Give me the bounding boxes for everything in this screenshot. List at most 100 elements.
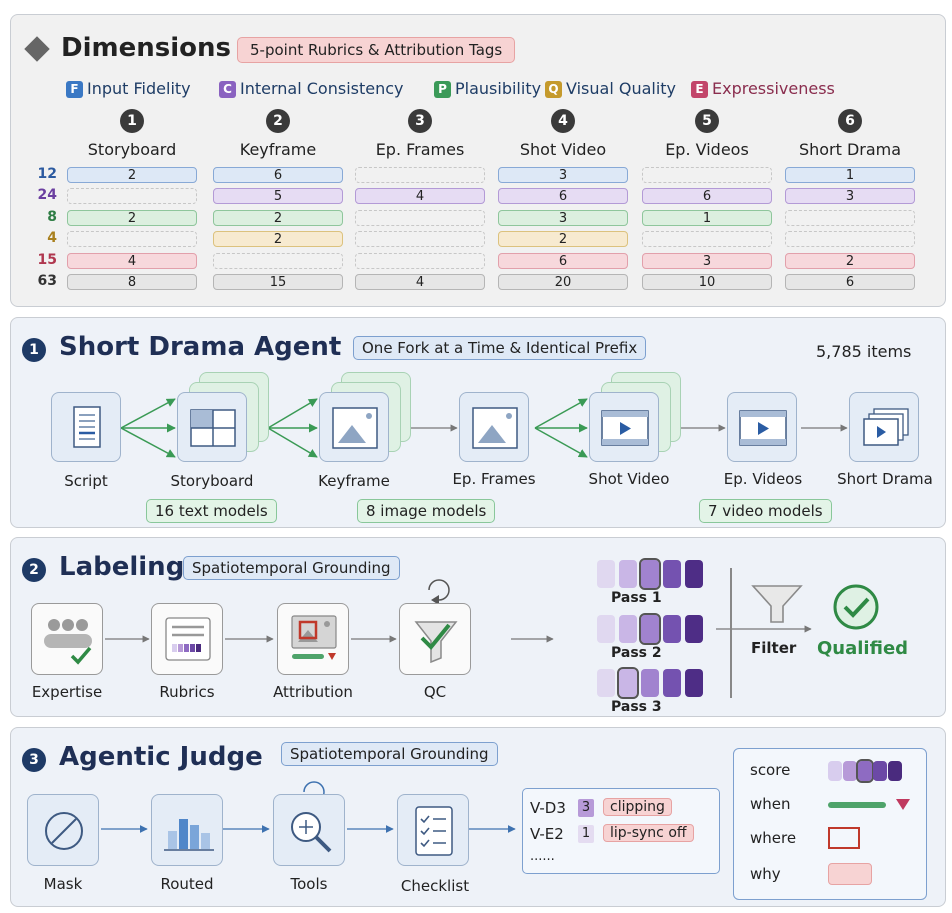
empty-cell	[642, 231, 772, 247]
agent-flow-arrows	[120, 398, 848, 458]
empty-cell	[355, 210, 485, 226]
dimensions-title: Dimensions	[61, 33, 231, 63]
score-cell	[617, 667, 639, 699]
node-label-mask: Mask	[43, 875, 83, 893]
rubric-card-icon	[165, 617, 211, 661]
dimension-cell: 3	[785, 188, 915, 204]
attribution-icon	[291, 615, 337, 660]
stacked-video-icon	[863, 408, 909, 446]
output-score: 1	[578, 825, 594, 843]
dimension-cell: 4	[355, 274, 485, 290]
when-marker-icon	[896, 799, 910, 810]
output-ellipsis: ......	[530, 849, 555, 864]
image-icon	[472, 407, 518, 449]
tools-node	[273, 794, 345, 866]
stage-number: 4	[551, 109, 575, 133]
agent-title: Short Drama Agent	[59, 332, 342, 362]
agent-badge: One Fork at a Time & Identical Prefix	[353, 336, 647, 360]
node-label-qc: QC	[423, 683, 447, 701]
legend-score-label: score	[750, 761, 791, 779]
where-box-icon	[828, 827, 860, 849]
node-label-expertise: Expertise	[31, 683, 103, 701]
checklist-node	[397, 794, 469, 866]
stage-number: 3	[408, 109, 432, 133]
empty-cell	[355, 167, 485, 183]
video-icon	[739, 410, 787, 446]
attribution-node	[277, 603, 349, 675]
expertise-node	[31, 603, 103, 675]
dimension-row-total: 63	[37, 273, 57, 289]
dimension-letter-icon: C	[219, 81, 236, 98]
output-score: 3	[578, 799, 594, 817]
shot-video-node	[589, 392, 659, 462]
routed-node	[151, 794, 223, 866]
storyboard-node	[177, 392, 247, 462]
score-cell	[597, 669, 615, 697]
score-cell	[663, 669, 681, 697]
pass-label: Pass 2	[611, 645, 662, 661]
dimension-row-total: 4	[47, 230, 57, 246]
score-cell	[663, 615, 681, 643]
dimension-tag-label: Input Fidelity	[87, 79, 191, 98]
node-label-routed: Routed	[160, 875, 214, 893]
node-label-storyboard: Storyboard	[170, 472, 254, 490]
dimension-cell: 2	[67, 210, 197, 226]
dimension-cell: 20	[498, 274, 628, 290]
score-cell	[639, 558, 661, 590]
output-code: V-D3	[530, 799, 566, 817]
stage-label: Ep. Videos	[665, 140, 749, 159]
dimension-cell: 4	[355, 188, 485, 204]
dimension-row-total: 15	[37, 252, 57, 268]
why-tag-icon	[828, 863, 872, 885]
section-number: 1	[22, 338, 46, 362]
score-cell	[856, 759, 874, 783]
stage-number: 1	[120, 109, 144, 133]
rubrics-node	[151, 603, 223, 675]
stage-label: Keyframe	[239, 140, 317, 159]
empty-cell	[785, 210, 915, 226]
judge-title: Agentic Judge	[59, 742, 263, 772]
labeling-badge: Spatiotemporal Grounding	[183, 556, 400, 580]
score-cell	[685, 669, 703, 697]
pass-label: Pass 3	[611, 699, 662, 715]
dimension-cell: 1	[785, 167, 915, 183]
score-cell	[597, 615, 615, 643]
empty-cell	[213, 253, 343, 269]
check-circle-icon	[833, 584, 879, 630]
dimensions-panel: Dimensions 5-point Rubrics & Attribution…	[10, 14, 946, 307]
video-models-badge: 7 video models	[699, 499, 832, 523]
dimension-tag-label: Visual Quality	[566, 79, 677, 98]
dimension-cell: 4	[67, 253, 197, 269]
dimension-cell: 3	[498, 167, 628, 183]
text-models-badge: 16 text models	[146, 499, 277, 523]
qualified-label: Qualified	[817, 638, 909, 659]
dimension-tag-label: Internal Consistency	[240, 79, 404, 98]
dimension-letter-icon: E	[691, 81, 708, 98]
dimension-tag-label: Expressiveness	[712, 79, 835, 98]
dimension-cell: 2	[213, 210, 343, 226]
stage-label: Ep. Frames	[375, 140, 465, 159]
dimension-cell: 6	[785, 274, 915, 290]
node-label-ep-frames: Ep. Frames	[452, 470, 536, 488]
rubrics-badge: 5-point Rubrics & Attribution Tags	[237, 37, 516, 63]
labeling-flow-arrows	[105, 568, 812, 698]
dimension-cell: 2	[213, 231, 343, 247]
dimension-cell: 6	[213, 167, 343, 183]
stage-label: Short Drama	[798, 140, 902, 159]
empty-cell	[67, 188, 197, 204]
ep-videos-node	[727, 392, 797, 462]
dimension-letter-icon: P	[434, 81, 451, 98]
output-code: V-E2	[530, 825, 564, 843]
empty-cell	[355, 253, 485, 269]
script-node	[51, 392, 121, 462]
dimension-letter-icon: F	[66, 81, 83, 98]
judge-badge: Spatiotemporal Grounding	[281, 742, 498, 766]
empty-cell	[785, 231, 915, 247]
node-label-tools: Tools	[290, 875, 328, 893]
node-label-script: Script	[64, 472, 108, 490]
keyframe-node	[319, 392, 389, 462]
